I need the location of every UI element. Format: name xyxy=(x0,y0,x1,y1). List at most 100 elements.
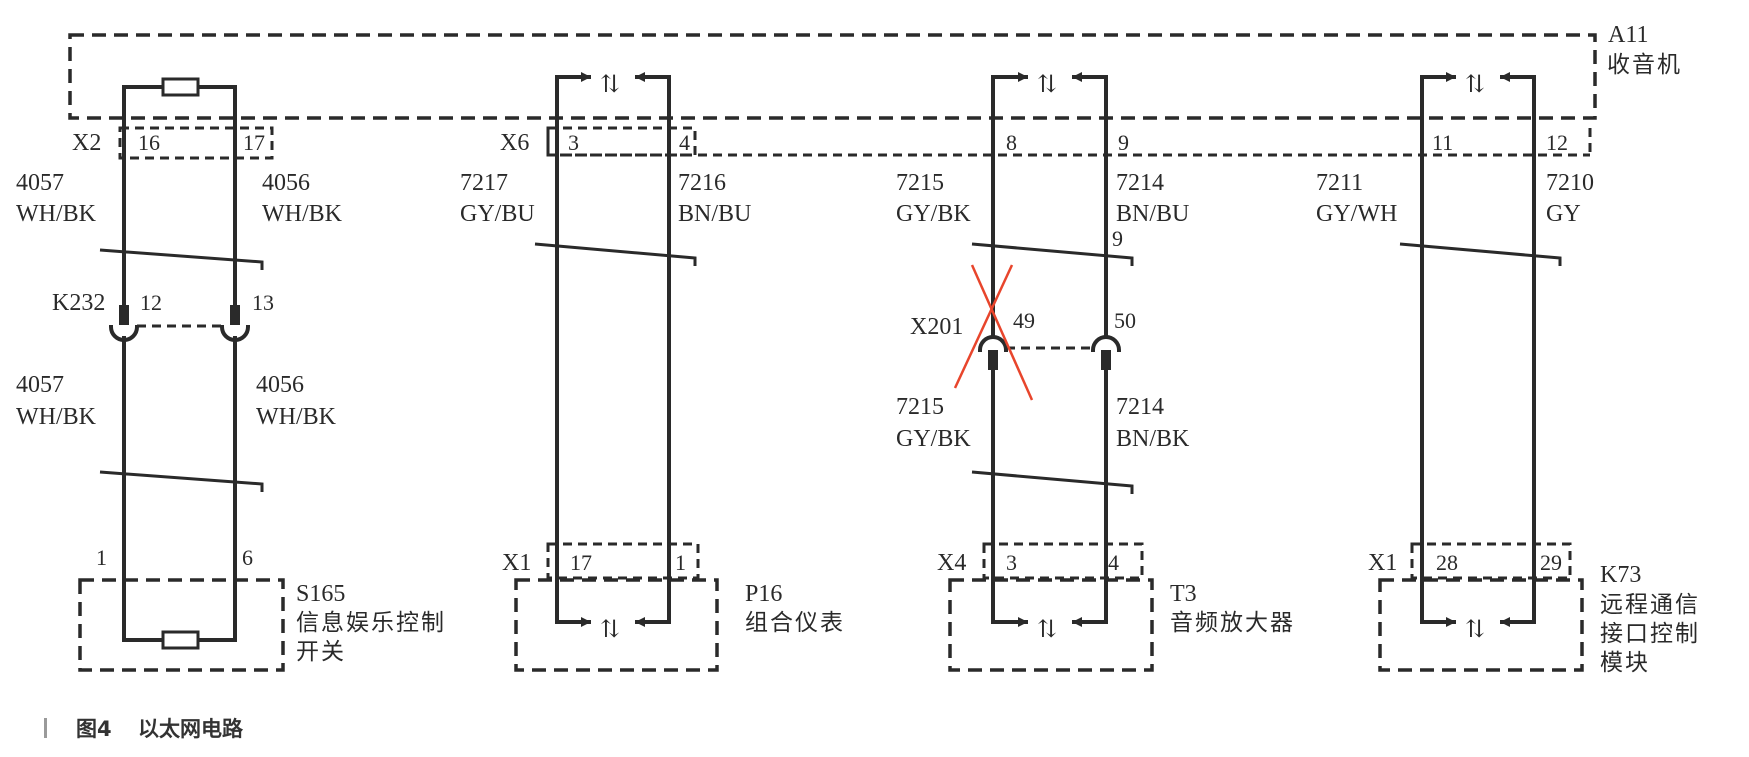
wire-color-4056-upper: WH/BK xyxy=(262,201,343,227)
wire-color-7210: GY xyxy=(1546,201,1581,227)
wire-id-7217: 7217 xyxy=(460,170,508,196)
twisted-pair-mark xyxy=(971,470,1134,494)
caption-bar-icon xyxy=(44,718,47,738)
connector-x4 xyxy=(982,542,1144,580)
wire-id-7215-upper: 7215 xyxy=(896,170,944,196)
connector-x4-ref: X4 xyxy=(937,550,966,576)
wire-id-7214-lower: 7214 xyxy=(1116,394,1164,420)
telematics-module-outline xyxy=(1378,578,1584,672)
twisted-pair-mark xyxy=(99,248,264,270)
wire-color-7215-upper: GY/BK xyxy=(896,201,971,227)
pin-11: 11 xyxy=(1432,130,1453,155)
switch-s165-circuit: X2 16 17 4057 WH/BK 4056 WH/BK K232 12 1… xyxy=(16,77,446,672)
cluster-name: 组合仪表 xyxy=(745,610,845,636)
wire-color-7214-lower: BN/BK xyxy=(1116,426,1190,452)
pin-29: 29 xyxy=(1540,550,1562,575)
splice-pin-13: 13 xyxy=(252,290,274,315)
cluster-ref: P16 xyxy=(745,581,782,607)
pin-8: 8 xyxy=(1006,130,1017,155)
pin-4: 4 xyxy=(679,130,690,155)
connector-x1-telematics xyxy=(1410,542,1572,580)
bidirectional-arrow-icon: ⇅ xyxy=(1465,72,1485,98)
cluster-module-outline xyxy=(514,578,719,672)
connector-x2-ref: X2 xyxy=(72,130,101,156)
pin-16: 16 xyxy=(138,130,160,155)
wire-color-7217: GY/BU xyxy=(460,201,535,227)
removed-splice-cross-mark xyxy=(970,264,1034,401)
amplifier-module-outline xyxy=(948,578,1154,672)
twisted-pair-mark xyxy=(971,242,1134,266)
pin-4-amp: 4 xyxy=(1108,550,1119,575)
wire-7214-extra-label: 9 xyxy=(1112,226,1123,251)
wire-color-7211: GY/WH xyxy=(1316,201,1397,227)
terminating-resistor-bottom xyxy=(161,630,200,650)
caption-title: 以太网电路 xyxy=(138,717,244,741)
radio-module-outline xyxy=(68,33,1597,120)
bidirectional-arrow-icon: ⇅ xyxy=(1037,72,1057,98)
pin-1: 1 xyxy=(96,545,107,570)
wire-color-7215-lower: GY/BK xyxy=(896,426,971,452)
terminating-resistor-top xyxy=(161,77,200,97)
pin-1-cluster: 1 xyxy=(675,550,686,575)
splice-pin-12: 12 xyxy=(140,290,162,315)
wire-id-7214-upper: 7214 xyxy=(1116,170,1164,196)
figure-caption: 图4 以太网电路 xyxy=(44,717,244,741)
telematics-name-line1: 远程通信 xyxy=(1600,592,1700,618)
radio-module-a11: A11 收音机 xyxy=(68,22,1682,157)
splice-k232-ref: K232 xyxy=(52,290,105,316)
pin-17-cluster: 17 xyxy=(570,550,592,575)
wire-color-4057-lower: WH/BK xyxy=(16,404,97,430)
twisted-pair-mark xyxy=(1399,242,1562,266)
bidirectional-arrow-icon: ⇅ xyxy=(1037,617,1057,643)
amplifier-ref: T3 xyxy=(1170,581,1197,607)
wire-id-4057-upper: 4057 xyxy=(16,170,64,196)
wire-color-7216: BN/BU xyxy=(678,201,751,227)
splice-pin-49: 49 xyxy=(1013,308,1035,333)
connector-x6-ref: X6 xyxy=(500,130,529,156)
splice-pin-50: 50 xyxy=(1114,308,1136,333)
wire-id-7211: 7211 xyxy=(1316,170,1363,196)
pin-28: 28 xyxy=(1436,550,1458,575)
pin-3: 3 xyxy=(568,130,579,155)
switch-name-line1: 信息娱乐控制 xyxy=(296,610,446,636)
pin-9: 9 xyxy=(1118,130,1129,155)
bidirectional-arrow-icon: ⇅ xyxy=(600,72,620,98)
telematics-k73-circuit: 11 12 ⇅ 7211 GY/WH 7210 GY X1 28 29 ⇅ K7… xyxy=(1316,72,1700,676)
switch-ref: S165 xyxy=(296,581,345,607)
switch-name-line2: 开关 xyxy=(296,639,346,665)
amplifier-t3-circuit: 8 9 ⇅ 7215 GY/BK 7214 BN/BU 9 X201 49 50… xyxy=(896,72,1295,672)
radio-module-name: 收音机 xyxy=(1607,52,1682,78)
connector-x1-telematics-ref: X1 xyxy=(1368,550,1397,576)
switch-module-outline xyxy=(78,578,285,672)
pin-6: 6 xyxy=(242,545,253,570)
pin-3-amp: 3 xyxy=(1006,550,1017,575)
radio-module-ref: A11 xyxy=(1608,22,1648,48)
wire-color-7214-upper: BN/BU xyxy=(1116,201,1189,227)
wire-color-4057-upper: WH/BK xyxy=(16,201,97,227)
wire-id-7210: 7210 xyxy=(1546,170,1594,196)
pin-12: 12 xyxy=(1546,130,1568,155)
bidirectional-arrow-icon: ⇅ xyxy=(1465,617,1485,643)
wire-id-7215-lower: 7215 xyxy=(896,394,944,420)
bidirectional-arrow-icon: ⇅ xyxy=(600,617,620,643)
wire-id-4057-lower: 4057 xyxy=(16,372,64,398)
pin-17: 17 xyxy=(243,130,265,155)
cluster-p16-circuit: X6 3 4 ⇅ 7217 GY/BU 7216 BN/BU X1 17 1 ⇅… xyxy=(460,72,845,672)
splice-x201-ref: X201 xyxy=(910,314,963,340)
wire-id-4056-upper: 4056 xyxy=(262,170,310,196)
connector-x2 xyxy=(118,126,274,160)
connector-x1-cluster xyxy=(546,542,700,580)
caption-figure-number: 图4 xyxy=(76,717,112,741)
connector-x6 xyxy=(546,126,697,157)
telematics-ref: K73 xyxy=(1600,562,1641,588)
wire-id-4056-lower: 4056 xyxy=(256,372,304,398)
telematics-name-line2: 接口控制 xyxy=(1600,621,1700,647)
amplifier-name: 音频放大器 xyxy=(1170,610,1295,636)
connector-x1-cluster-ref: X1 xyxy=(502,550,531,576)
twisted-pair-mark xyxy=(99,470,264,492)
wire-color-4056-lower: WH/BK xyxy=(256,404,337,430)
twisted-pair-mark xyxy=(534,242,697,266)
telematics-name-line3: 模块 xyxy=(1600,650,1650,676)
wire-id-7216: 7216 xyxy=(678,170,726,196)
